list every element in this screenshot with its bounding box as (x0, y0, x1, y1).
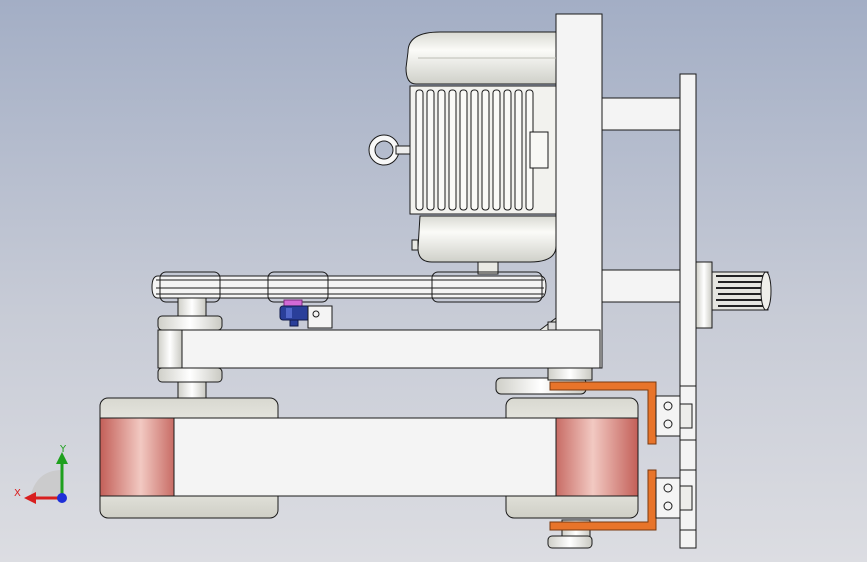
lower-orange-bracket[interactable] (549, 469, 657, 531)
upper-v-belt[interactable] (151, 271, 547, 303)
horizontal-arm[interactable] (179, 317, 601, 369)
triad-x-label: X (14, 488, 21, 499)
upper-limit-switch[interactable] (655, 395, 693, 437)
belt-tensioner[interactable] (279, 299, 333, 329)
belt-wrap-right (555, 417, 639, 497)
electric-motor[interactable] (368, 31, 557, 275)
triad-y-label: Y (59, 444, 67, 455)
side-drive-pulley[interactable] (695, 261, 772, 329)
belt-wrap-left (99, 417, 175, 497)
left-idler-hub[interactable] (157, 297, 223, 399)
lifting-eye-icon (369, 135, 399, 165)
coordinate-triad: Y X (14, 444, 68, 504)
lower-limit-switch[interactable] (655, 477, 693, 519)
upper-frame-plate[interactable] (555, 13, 697, 549)
sanding-belt-assembly[interactable] (99, 397, 639, 519)
motor-cooling-fins (415, 89, 534, 211)
upper-orange-bracket[interactable] (549, 381, 657, 445)
